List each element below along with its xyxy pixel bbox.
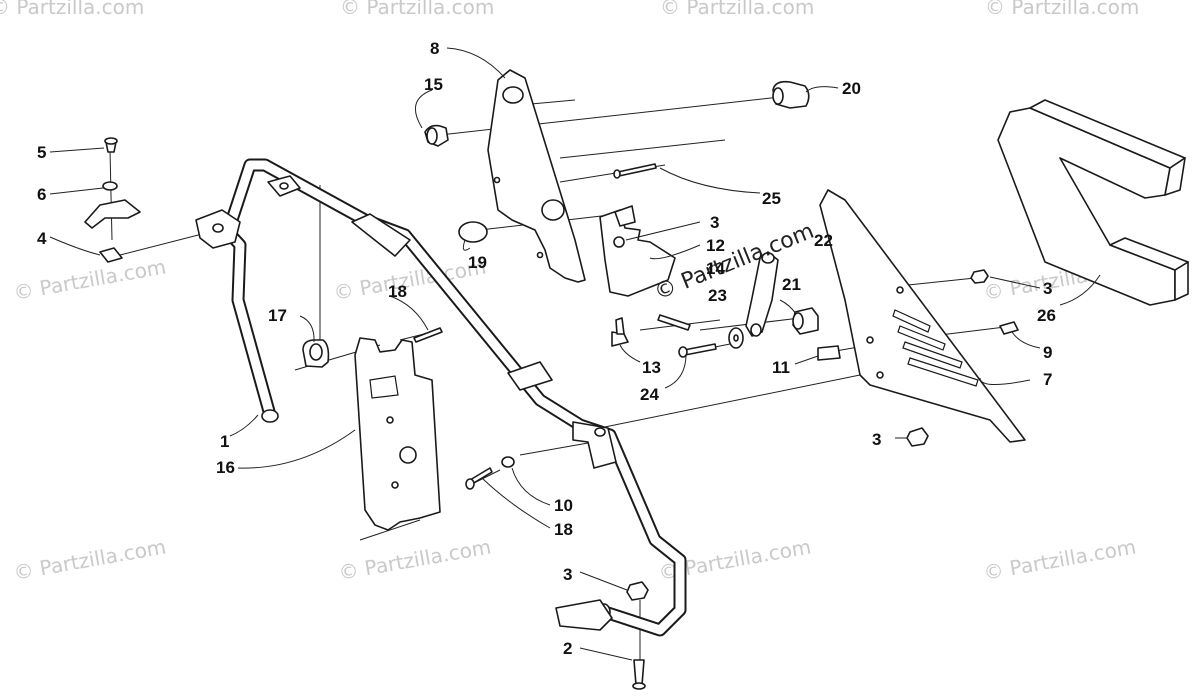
callout-24: 24 — [640, 385, 659, 404]
bolt-part — [632, 659, 646, 690]
callout-3: 3 — [710, 213, 719, 232]
callout-21: 21 — [782, 275, 801, 294]
linkage-part — [657, 251, 779, 337]
nut-part — [626, 269, 989, 601]
rivet-part — [413, 327, 493, 490]
clamp-part — [302, 339, 330, 368]
callout-11: 11 — [772, 358, 790, 377]
watermark: © Partzilla.com — [340, 0, 494, 19]
watermark: © Partzilla.com — [985, 0, 1139, 19]
nut-part — [501, 456, 515, 468]
callout-18: 18 — [388, 282, 407, 301]
watermark: © Partzilla.com — [982, 534, 1138, 584]
plug-part — [458, 221, 488, 243]
callout-25: 25 — [762, 189, 781, 208]
washer-part — [728, 327, 744, 349]
callout-13: 13 — [642, 358, 661, 377]
callout-17: 17 — [268, 306, 287, 325]
side-plate-right-part — [819, 189, 1026, 443]
callout-3: 3 — [1043, 279, 1052, 298]
callout-4: 4 — [37, 229, 47, 248]
bushing-part — [772, 80, 810, 109]
callout-22: 22 — [814, 231, 833, 250]
bolt-part — [999, 321, 1019, 335]
fastener-stack-part — [84, 137, 141, 263]
pin-part — [613, 163, 657, 179]
watermark: © Partzilla.com — [337, 534, 493, 584]
callout-8: 8 — [430, 39, 439, 58]
callout-26: 26 — [1037, 306, 1056, 325]
callout-2: 2 — [563, 639, 572, 658]
callout-3: 3 — [563, 565, 572, 584]
callout-3: 3 — [872, 430, 881, 449]
callout-5: 5 — [37, 143, 46, 162]
frame-bracket — [555, 599, 613, 631]
watermark: © Partzilla.com — [0, 0, 144, 19]
callout-18: 18 — [554, 520, 573, 539]
watermark: © Partzilla.com — [660, 0, 814, 19]
watermark: © Partzilla.com — [12, 254, 168, 304]
stud-part — [611, 317, 629, 347]
main-frame-part — [195, 158, 687, 637]
mount-bracket-part — [599, 205, 676, 297]
callout-9: 9 — [1043, 343, 1052, 362]
watermark: © Partzilla.com — [12, 534, 168, 584]
callout-labels: 8 15 20 5 6 4 25 3 12 14 22 19 21 23 17 … — [37, 39, 1056, 658]
tube-end — [261, 409, 279, 423]
callout-20: 20 — [842, 79, 861, 98]
bolt-part — [678, 343, 717, 358]
callout-7: 7 — [1043, 370, 1052, 389]
callout-6: 6 — [37, 185, 46, 204]
callout-23: 23 — [708, 286, 727, 305]
callout-1: 1 — [220, 432, 229, 451]
small-bracket-part — [817, 345, 841, 361]
spacer-part — [792, 307, 819, 335]
bumper-part — [997, 99, 1189, 306]
leader-lines — [49, 47, 1101, 661]
watermark: © Partzilla.com — [332, 254, 488, 304]
callout-16: 16 — [216, 458, 235, 477]
frame-bracket — [507, 361, 553, 391]
callout-19: 19 — [468, 253, 487, 272]
callout-14: 14 — [706, 259, 725, 278]
side-plate-left-part — [487, 69, 586, 283]
callout-12: 12 — [706, 236, 725, 255]
callout-15: 15 — [424, 75, 443, 94]
knob-part — [424, 124, 449, 147]
callout-10: 10 — [554, 496, 573, 515]
front-plate-part — [354, 337, 441, 531]
